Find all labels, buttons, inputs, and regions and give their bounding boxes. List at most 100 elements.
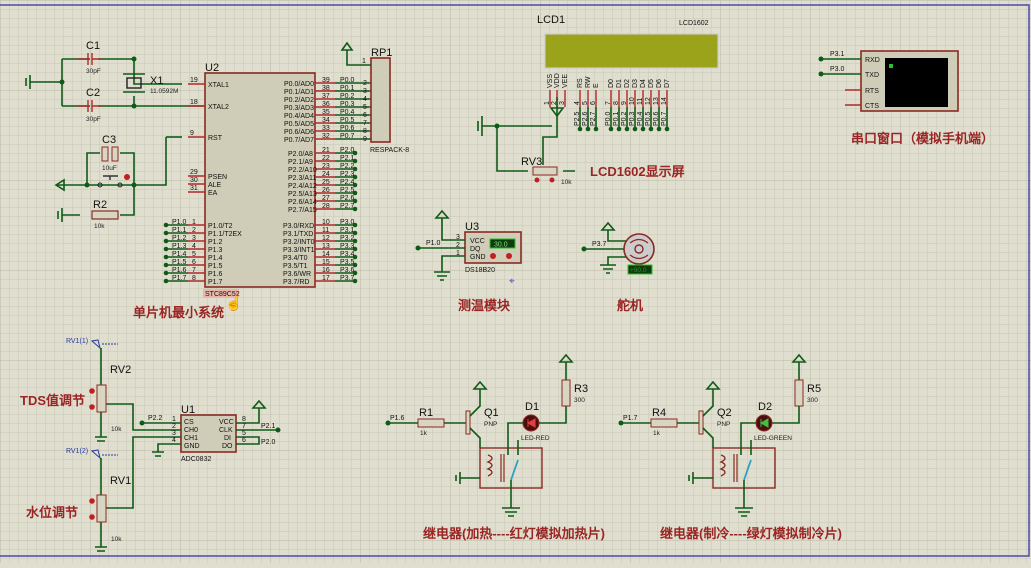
svg-text:P2.1: P2.1 — [261, 423, 276, 430]
uart-section[interactable]: P3.1 P3.0 RXD TXD RTS CTS 串口窗口（模拟手机端） — [818, 50, 995, 146]
pin-number: 1 — [544, 101, 551, 105]
net-label: P1.0 — [172, 219, 187, 226]
net-label: P2.5 — [574, 111, 581, 126]
section-title-temp: 测温模块 — [458, 298, 511, 313]
svg-text:P2.2: P2.2 — [148, 415, 163, 422]
pin-number: 9 — [190, 130, 194, 137]
pin-number: 23 — [322, 163, 330, 170]
net-label: P1.5 — [172, 259, 187, 266]
svg-text:8: 8 — [242, 416, 246, 423]
led-part: LED-GREEN — [754, 435, 792, 442]
pin-name: P2.5/A13 — [288, 191, 317, 198]
pin-name: XTAL1 — [208, 82, 229, 89]
pin-number: 12 — [645, 97, 652, 105]
net-label: P2.6 — [582, 111, 589, 126]
rv3-ref: RV3 — [521, 156, 542, 168]
pin-number: 8 — [613, 101, 620, 105]
section-title-relay-heat: 继电器(加热----红灯模拟加热片) — [423, 526, 605, 541]
capacitor-c1 — [78, 53, 102, 65]
pin-number: 7 — [363, 120, 367, 127]
resistor-r2 — [91, 210, 119, 220]
ground-symbol-rst — [57, 208, 63, 222]
net-label: P2.5 — [340, 187, 355, 194]
net-label: P1.4 — [172, 251, 187, 258]
adc-section[interactable]: RV1(1) RV2 10k TDS值调节 RV1(2) RV1 10k 水位调… — [20, 338, 281, 552]
net-terminal — [585, 126, 591, 132]
pin-number: 4 — [192, 243, 196, 250]
pin-number: 28 — [322, 203, 330, 210]
lcd-pin-name: D7 — [664, 79, 671, 88]
svg-text:3: 3 — [456, 234, 460, 241]
temp-reading: 30.0 — [494, 242, 508, 249]
net-label: P2.7 — [340, 203, 355, 210]
mcu-section[interactable]: C1 30pF C2 30pF X1 11.0592M C3 10uF R2 1… — [25, 40, 371, 320]
pin-name: P3.6/WR — [283, 271, 311, 278]
reset-button[interactable] — [97, 174, 130, 188]
capacitor-c3 — [101, 146, 119, 162]
sheet-border — [0, 4, 1030, 557]
net-terminal — [616, 126, 622, 132]
pin-name: P2.7/A15 — [288, 207, 317, 214]
resistor-base — [417, 418, 445, 428]
pin-number: 17 — [322, 275, 330, 282]
respack-rp1[interactable]: RP1 RESPACK-8 1 — [340, 41, 409, 154]
c2-value: 30pF — [86, 116, 101, 123]
net-label: P3.3 — [340, 243, 355, 250]
resistor-base — [650, 418, 678, 428]
pin-number: 21 — [322, 147, 330, 154]
pin-name: P2.3/A11 — [288, 175, 316, 182]
lcd-pin-name: D6 — [656, 79, 663, 88]
net-label: P3.0 — [340, 219, 355, 226]
lcd-pin-name: D4 — [640, 79, 647, 88]
ground-icon — [434, 271, 450, 281]
pin-name: P2.0/A8 — [288, 151, 313, 158]
net-terminal — [648, 126, 654, 132]
svg-text:RTS: RTS — [865, 88, 879, 95]
pin-name: P1.4 — [208, 255, 223, 262]
lcd-pin-name: D0 — [608, 79, 615, 88]
pin-number: 11 — [322, 227, 329, 234]
transistor-ref: Q1 — [484, 407, 499, 419]
pin-name: P3.7/RD — [283, 279, 309, 286]
u3-part: DS18B20 — [465, 267, 495, 274]
net-label: P0.3 — [340, 101, 355, 108]
section-title-water: 水位调节 — [26, 505, 78, 520]
potentiometer-rv2 — [96, 384, 107, 413]
pin-number: 19 — [190, 77, 198, 84]
net-terminal — [632, 126, 638, 132]
rv1-value: 10k — [111, 536, 122, 543]
pin-name: P2.1/A9 — [288, 159, 313, 166]
pin-number: 39 — [322, 77, 330, 84]
svg-text:CH0: CH0 — [184, 427, 198, 434]
mcu-part: STC89C52 — [205, 291, 240, 298]
net-label: P0.0 — [340, 77, 355, 84]
pin-name: P3.1/TXD — [283, 231, 313, 238]
pin-name: EA — [208, 190, 218, 197]
c3-ref: C3 — [102, 134, 116, 146]
lcd-section[interactable]: LCD1 LCD1602 VSS1VDD2VEE3RS4P2.5RW5P2.6E… — [477, 14, 719, 186]
net-terminal — [352, 166, 358, 172]
svg-text:1: 1 — [456, 250, 460, 257]
net-terminal — [352, 206, 358, 212]
net-terminal — [163, 230, 169, 236]
power-arrow-icon — [558, 353, 574, 363]
svg-text:CS: CS — [184, 419, 194, 426]
temp-sensor-section[interactable]: U3 DS18B20 30.0 VCC DQ GND P1.0 3 2 1 ⌖ … — [415, 209, 522, 313]
pin-number: 25 — [322, 179, 330, 186]
pin-number: 3 — [559, 101, 566, 105]
net-label: P3.2 — [340, 235, 355, 242]
net-label: P0.3 — [629, 111, 636, 126]
r2-value: 10k — [94, 223, 105, 230]
pin-number: 10 — [629, 97, 636, 105]
pin-number: 11 — [637, 98, 644, 105]
net-terminal — [352, 222, 358, 228]
servo-section[interactable]: P3.7 +90.0 舵机 — [581, 221, 655, 313]
section-title-servo: 舵机 — [617, 298, 643, 313]
lcd-pin-name: E — [593, 83, 600, 88]
c2-ref: C2 — [86, 87, 100, 99]
pin-number: 9 — [363, 136, 367, 143]
pin-number: 3 — [192, 235, 196, 242]
